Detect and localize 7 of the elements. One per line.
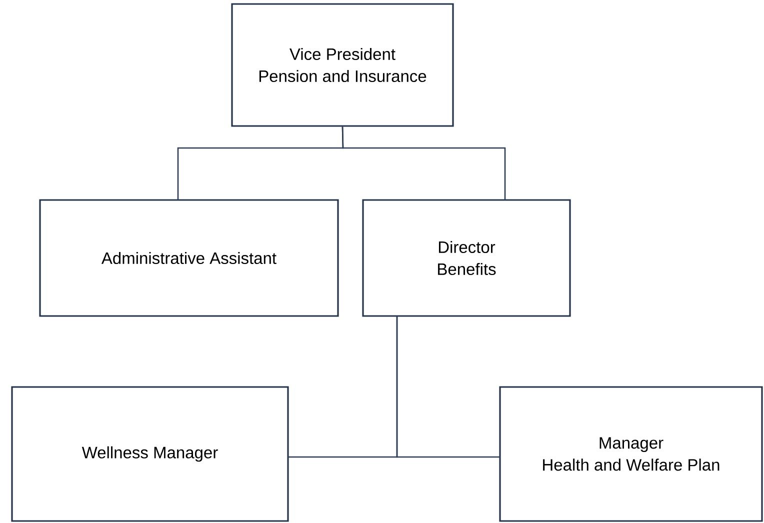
org-box: Manager Health and Welfare Plan	[499, 386, 763, 522]
connector-line	[342, 126, 506, 200]
org-box: Wellness Manager	[11, 386, 289, 522]
org-box: Administrative Assistant	[39, 199, 339, 317]
org-box: Director Benefits	[362, 199, 571, 317]
org-box: Vice President Pension and Insurance	[231, 3, 454, 127]
connector-line	[396, 316, 500, 458]
